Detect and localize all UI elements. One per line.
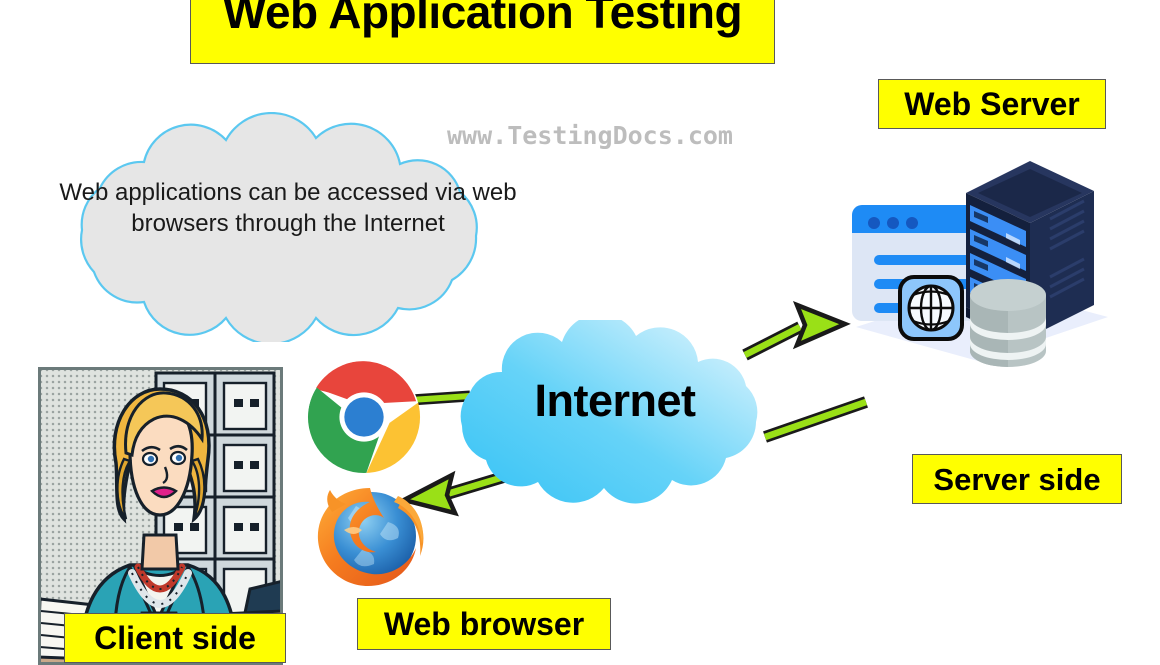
database-icon: [970, 279, 1046, 367]
response-arrow-stub: [763, 396, 868, 443]
internet-label: Internet: [534, 375, 696, 426]
chrome-logo-icon: [307, 360, 421, 474]
web-server-label: Web Server: [878, 79, 1106, 129]
person-lips: [150, 486, 178, 499]
person-eyes: [141, 444, 188, 467]
server-side-label: Server side: [912, 454, 1122, 504]
page-title: Web Application Testing: [190, 0, 775, 64]
client-side-label: Client side: [64, 613, 286, 663]
internet-cloud-shape: [460, 320, 758, 504]
gray-cloud-text: Web applications can be accessed via web…: [59, 179, 517, 237]
globe-icon: [898, 275, 964, 341]
web-browser-label: Web browser: [357, 598, 611, 650]
gray-cloud-shape: [80, 112, 478, 342]
request-arrow-stub: [410, 390, 471, 406]
request-arrow: [742, 300, 851, 361]
firefox-logo-icon: [317, 488, 424, 586]
watermark: www.TestingDocs.com: [447, 121, 733, 150]
web-server-illustration: [852, 161, 1108, 367]
